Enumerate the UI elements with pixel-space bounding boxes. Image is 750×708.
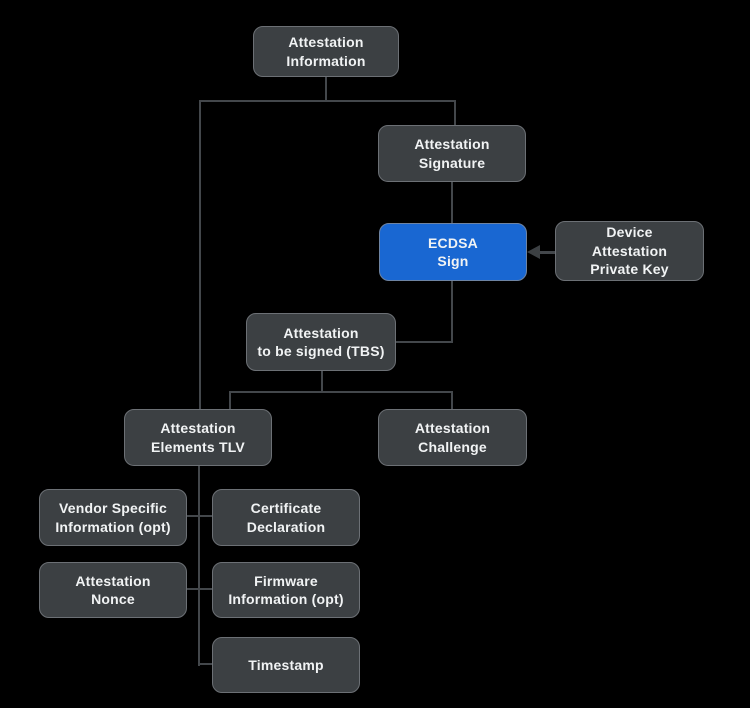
connector-to-signature [454, 100, 456, 126]
connector-top-split-horizontal [199, 100, 456, 102]
node-timestamp: Timestamp [212, 637, 360, 693]
node-attestation-signature: Attestation Signature [378, 125, 526, 182]
node-ecdsa-sign: ECDSA Sign [379, 223, 527, 281]
connector-row1-stub [186, 515, 212, 517]
connector-tbs-split-horizontal [229, 391, 453, 393]
node-attestation-tbs: Attestation to be signed (TBS) [246, 313, 396, 371]
connector-privatekey-to-ecdsa [539, 251, 556, 254]
connector-row2-stub [186, 588, 212, 590]
connector-ecdsa-down [451, 281, 453, 343]
connector-ecdsa-to-tbs [396, 341, 453, 343]
node-attestation-nonce: Attestation Nonce [39, 562, 187, 618]
node-attestation-challenge: Attestation Challenge [378, 409, 527, 466]
node-device-attestation-private-key: Device Attestation Private Key [555, 221, 704, 281]
connector-timestamp-stub [198, 663, 212, 665]
node-certificate-declaration: Certificate Declaration [212, 489, 360, 546]
arrowhead-left-icon [527, 245, 540, 259]
node-attestation-information: Attestation Information [253, 26, 399, 77]
connector-to-challenge [451, 391, 453, 410]
connector-to-elements-tlv [229, 391, 231, 410]
connector-tbs-down [321, 371, 323, 392]
node-attestation-elements-tlv: Attestation Elements TLV [124, 409, 272, 466]
node-firmware-information: Firmware Information (opt) [212, 562, 360, 618]
connector-elements-trunk-lower [198, 466, 200, 666]
connector-info-down [325, 77, 327, 101]
connector-signature-to-ecdsa [451, 182, 453, 224]
connector-left-trunk-upper [199, 100, 201, 410]
node-vendor-specific-information: Vendor Specific Information (opt) [39, 489, 187, 546]
